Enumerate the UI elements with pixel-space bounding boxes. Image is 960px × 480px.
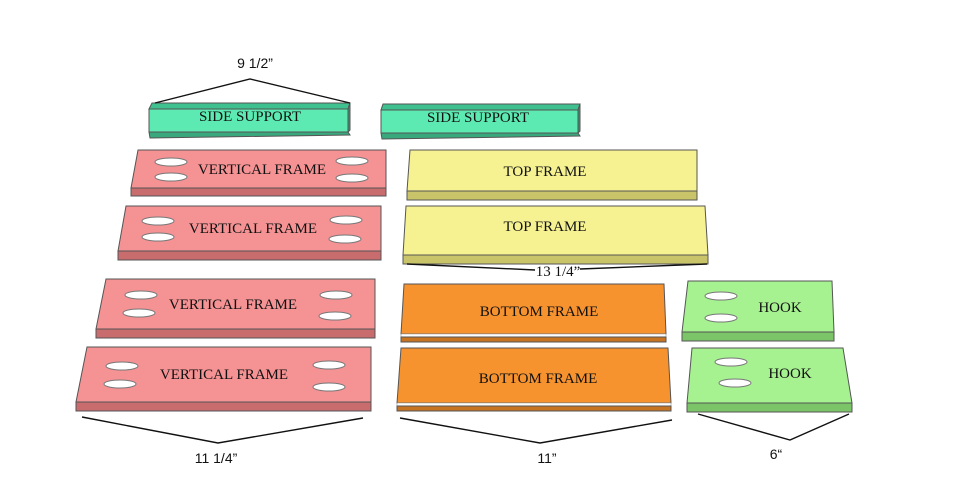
dimension-hook: 6“ (697, 413, 850, 462)
screw-hole (154, 157, 188, 167)
top-frame-board-2: TOP FRAME (402, 205, 709, 265)
dimension-label: 9 1/2” (237, 55, 273, 71)
side-support-board-2: SIDE SUPPORT (380, 103, 581, 140)
vertical-frame-board-2: VERTICAL FRAME (117, 205, 382, 261)
dimension-bracket (81, 416, 364, 444)
dimension-label: 13 1/4” (536, 264, 581, 280)
hook-label: HOOK (758, 300, 801, 316)
board-side-face (577, 103, 581, 135)
screw-hole (124, 290, 158, 300)
vertical-frame-label: VERTICAL FRAME (169, 297, 297, 313)
dimension-bracket (154, 78, 351, 104)
vertical-frame-board-4: VERTICAL FRAME (75, 346, 372, 412)
dimension-label: 11 1/4” (195, 450, 238, 466)
screw-hole (329, 215, 363, 225)
vertical-frame-label: VERTICAL FRAME (160, 367, 288, 383)
dimension-side-support: 9 1/2” (154, 55, 351, 104)
bottom-frame-label: BOTTOM FRAME (480, 304, 599, 320)
board-bottom-edge (130, 187, 387, 197)
hook-board-1: HOOK (681, 280, 835, 342)
side-support-label: SIDE SUPPORT (199, 109, 301, 125)
dimension-bottom-frame: 11” (399, 417, 673, 466)
screw-hole (103, 379, 137, 389)
side-support-label: SIDE SUPPORT (427, 110, 529, 126)
hook-label: HOOK (768, 366, 811, 382)
screw-hole (328, 234, 362, 244)
screw-hole (704, 313, 738, 323)
board-bottom-edge (75, 401, 372, 412)
board-bottom-edge (681, 331, 835, 342)
screw-hole (312, 382, 346, 392)
vertical-frame-board-3: VERTICAL FRAME (95, 278, 376, 339)
bottom-frame-board-2: BOTTOM FRAME (396, 347, 672, 412)
top-frame-board-1: TOP FRAME (406, 149, 698, 201)
screw-hole (141, 216, 175, 226)
screw-hole (122, 308, 156, 318)
board-side-face (347, 102, 351, 134)
vertical-frame-label: VERTICAL FRAME (189, 221, 317, 237)
screw-hole (105, 361, 139, 371)
screw-hole (154, 172, 188, 182)
screw-hole (319, 290, 353, 300)
dimension-label: 6“ (770, 446, 783, 462)
top-frame-label: TOP FRAME (504, 164, 587, 180)
screw-hole (312, 360, 346, 370)
board-bottom-edge (95, 328, 376, 339)
dimension-top-frame: 13 1/4” (406, 263, 708, 280)
bottom-frame-board-1: BOTTOM FRAME (400, 283, 667, 343)
screw-hole (704, 291, 738, 301)
screw-hole (718, 378, 752, 388)
board-bottom-edge (396, 405, 672, 412)
dimension-vertical-frame: 11 1/4” (81, 416, 364, 466)
vertical-frame-label: VERTICAL FRAME (198, 162, 326, 178)
dimension-bracket (579, 263, 708, 270)
dimension-bracket (399, 417, 673, 444)
top-frame-label: TOP FRAME (504, 219, 587, 235)
board-bottom-edge (686, 402, 853, 413)
screw-hole (318, 311, 352, 321)
vertical-frame-board-1: VERTICAL FRAME (130, 149, 387, 197)
board-bottom-edge (117, 250, 382, 261)
dimension-bracket (406, 263, 536, 271)
screw-hole (335, 173, 369, 183)
bottom-frame-label: BOTTOM FRAME (479, 371, 598, 387)
screw-hole (335, 156, 369, 166)
screw-hole (141, 232, 175, 242)
screw-hole (714, 357, 748, 367)
board-bottom-edge (400, 336, 667, 343)
hook-board-2: HOOK (686, 347, 853, 413)
dimension-bracket (697, 413, 850, 441)
board-bottom-edge (406, 190, 698, 201)
side-support-board-1: SIDE SUPPORT (148, 102, 351, 139)
dimension-label: 11” (537, 450, 557, 466)
board-bottom-edge (402, 254, 709, 265)
board-bottom-edge (148, 131, 351, 139)
board-bottom-edge (380, 132, 581, 140)
